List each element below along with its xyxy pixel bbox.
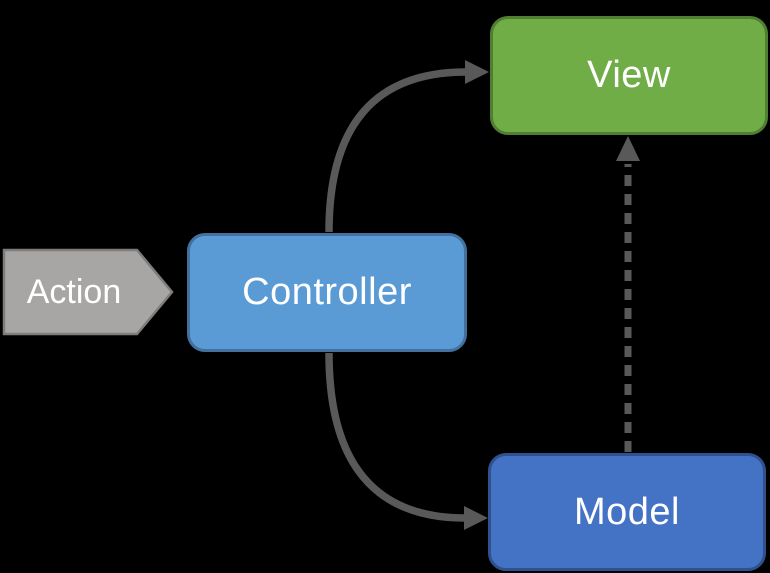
view-node-label: View <box>587 54 671 96</box>
model-node: Model <box>488 453 766 571</box>
edge-controller-to-view-arrowhead <box>465 60 489 84</box>
edge-controller-to-view <box>325 68 467 233</box>
view-node: View <box>490 16 768 135</box>
edge-model-to-view-arrowhead <box>616 136 640 161</box>
edge-controller-to-model-arrowhead <box>464 506 488 530</box>
edge-controller-to-model <box>325 352 466 522</box>
controller-node-label: Controller <box>242 271 412 313</box>
controller-node: Controller <box>187 233 467 352</box>
action-node-label: Action <box>26 272 122 311</box>
model-node-label: Model <box>574 490 680 533</box>
action-chevron-shape <box>2 248 174 336</box>
